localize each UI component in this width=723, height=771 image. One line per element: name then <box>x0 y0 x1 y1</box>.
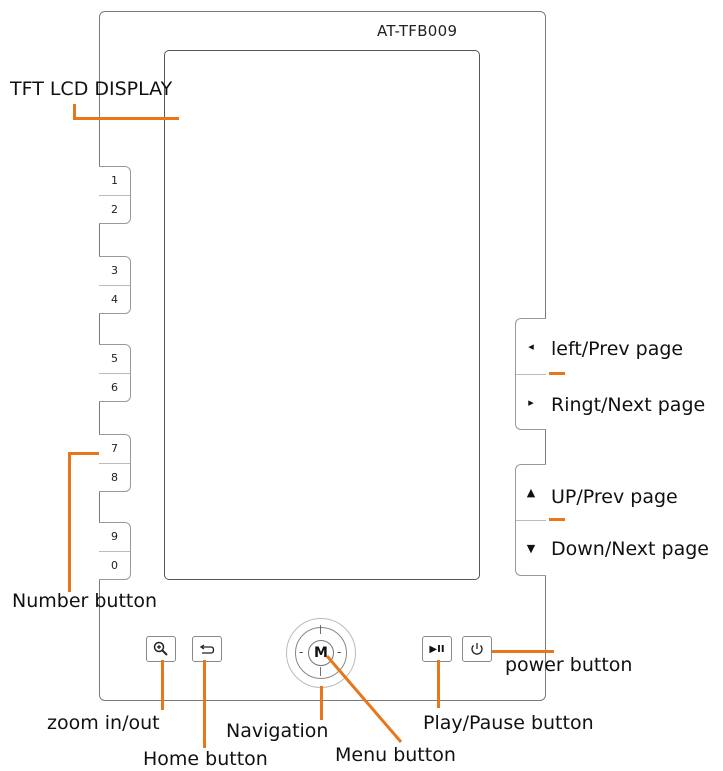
left-arrow-icon: ◂ <box>528 340 534 353</box>
power-icon <box>471 643 483 655</box>
navigation-callout-line <box>320 686 323 720</box>
page-up-down-buttons: ▲ ▼ <box>515 464 546 576</box>
tft-lcd-display <box>164 50 480 580</box>
number-button-2[interactable]: 2 <box>111 203 118 216</box>
number-button-label: Number button <box>12 590 158 612</box>
power-callout-line <box>492 650 554 653</box>
nav-down-mark: | <box>319 667 323 677</box>
page-left-right-buttons: ◂ ▸ <box>515 318 546 430</box>
number-button-pair-7-8: 7 8 <box>99 434 131 492</box>
zoom-button[interactable] <box>146 636 176 662</box>
zoom-callout-line <box>161 660 164 710</box>
down-arrow-icon: ▼ <box>526 542 536 555</box>
zoom-icon <box>153 641 168 656</box>
home-button[interactable] <box>192 636 222 662</box>
display-callout-line-v <box>73 104 76 120</box>
nav-up-mark: | <box>319 625 323 635</box>
right-next-label: Ringt/Next page <box>551 394 706 416</box>
display-callout-line-h <box>73 117 179 120</box>
number-button-9[interactable]: 9 <box>99 523 130 552</box>
display-label: TFT LCD DISPLAY <box>10 78 173 100</box>
number-button-5[interactable]: 5 <box>99 345 130 374</box>
number-button-8[interactable]: 8 <box>111 471 118 484</box>
play-pause-callout-line <box>437 660 440 708</box>
number-button-pair-1-2: 1 2 <box>99 166 131 224</box>
navigation-label: Navigation <box>226 720 329 742</box>
model-label: AT-TFB009 <box>377 22 458 40</box>
number-button-0[interactable]: 0 <box>111 559 118 572</box>
number-button-6[interactable]: 6 <box>111 381 118 394</box>
left-prev-label: left/Prev page <box>551 338 684 360</box>
number-button-pair-3-4: 3 4 <box>99 256 131 314</box>
power-button-label: power button <box>505 654 633 676</box>
nav-left-mark: - <box>299 645 304 659</box>
number-callout-line-h <box>68 452 99 455</box>
up-arrow-icon: ▲ <box>526 486 536 499</box>
up-prev-button[interactable]: ▲ <box>516 465 546 521</box>
number-button-pair-5-6: 5 6 <box>99 344 131 402</box>
zoom-label: zoom in/out <box>47 712 160 734</box>
home-button-label: Home button <box>143 748 268 770</box>
menu-button[interactable]: M <box>308 640 334 666</box>
number-button-1[interactable]: 1 <box>99 167 130 196</box>
up-down-callout-line <box>549 518 565 521</box>
nav-right-mark: - <box>337 645 342 659</box>
number-button-pair-9-0: 9 0 <box>99 522 131 580</box>
up-prev-label: UP/Prev page <box>551 486 678 508</box>
left-prev-button[interactable]: ◂ <box>516 319 546 375</box>
number-button-7[interactable]: 7 <box>99 435 130 464</box>
number-button-3[interactable]: 3 <box>99 257 130 286</box>
menu-button-label: Menu button <box>335 744 456 766</box>
play-pause-icon: ▶II <box>429 643 445 655</box>
number-button-4[interactable]: 4 <box>111 293 118 306</box>
menu-callout-line <box>325 655 403 743</box>
right-next-button[interactable]: ▸ <box>516 375 546 430</box>
down-next-button[interactable]: ▼ <box>516 521 546 576</box>
play-pause-label: Play/Pause button <box>423 712 594 734</box>
home-callout-line <box>203 660 206 748</box>
down-next-label: Down/Next page <box>551 538 709 560</box>
power-switch[interactable] <box>462 636 492 662</box>
right-arrow-icon: ▸ <box>528 396 534 409</box>
left-right-callout-line <box>549 372 565 375</box>
number-callout-line-v <box>68 452 71 592</box>
return-icon <box>199 644 215 654</box>
